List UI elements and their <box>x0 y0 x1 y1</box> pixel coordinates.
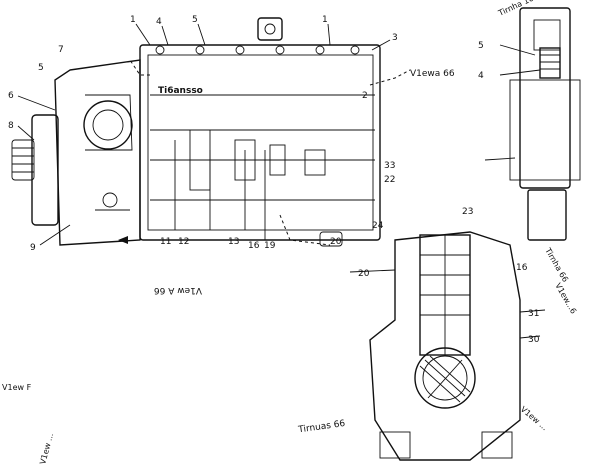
left-callouts: 7 5 6 8 9 <box>8 45 71 253</box>
callout: 19 <box>264 241 276 251</box>
callout: 4 <box>156 17 162 27</box>
callout: 16 <box>516 263 528 273</box>
callout: 31 <box>528 309 539 319</box>
top-callouts: 1 4 5 1 3 <box>130 15 398 51</box>
center-note: V1ew A 66 <box>154 285 202 295</box>
callout: 1 <box>322 15 328 25</box>
callout: 11 <box>160 237 171 247</box>
right-callouts: 2 33 22 24 <box>362 91 395 231</box>
diag-note-1: Tirnha 66 <box>543 246 570 284</box>
bottom-callouts: 11 12 13 16 19 20 <box>118 236 342 251</box>
top-right-note: Tirnha 16 <box>496 0 535 18</box>
callout: 3 <box>392 33 398 43</box>
callout: 22 <box>384 175 395 185</box>
callout: 6 <box>8 91 14 101</box>
callout: 7 <box>58 45 64 55</box>
left-vertical-note: V1ew ... <box>38 432 55 465</box>
callout: 5 <box>192 15 198 25</box>
callout: 8 <box>8 121 14 131</box>
center-plate-text: Ti6ansso <box>158 86 203 96</box>
callout: 20 <box>330 237 342 247</box>
callout: 9 <box>30 243 36 253</box>
callout: 33 <box>384 161 395 171</box>
callout: 16 <box>248 241 260 251</box>
callout: 23 <box>462 207 473 217</box>
cross-section-view: 23 20 16 31 30 <box>349 207 546 461</box>
callout: 12 <box>178 237 189 247</box>
callout: 5 <box>38 63 44 73</box>
callout: 1 <box>130 15 136 25</box>
side-section-view: 5 4 <box>478 7 581 241</box>
diag-note-2: V1ew...6 <box>553 282 578 316</box>
callout: 2 <box>362 91 368 101</box>
callout: 24 <box>372 221 384 231</box>
bottom-right-note: Tirnuas 66 <box>297 419 346 436</box>
callout: 4 <box>478 71 484 81</box>
left-bottom-note: V1ew F <box>2 383 32 392</box>
upper-right-note: V1ewa 66 <box>410 69 455 79</box>
callout: 30 <box>528 335 540 345</box>
governor-housing <box>54 59 141 246</box>
callout: 5 <box>478 41 484 51</box>
callout: 13 <box>228 237 239 247</box>
right-vertical-note: V1ew ... <box>519 405 549 433</box>
drive-coupling <box>11 114 59 226</box>
main-pump-assembly <box>129 17 411 247</box>
callout: 20 <box>358 269 370 279</box>
